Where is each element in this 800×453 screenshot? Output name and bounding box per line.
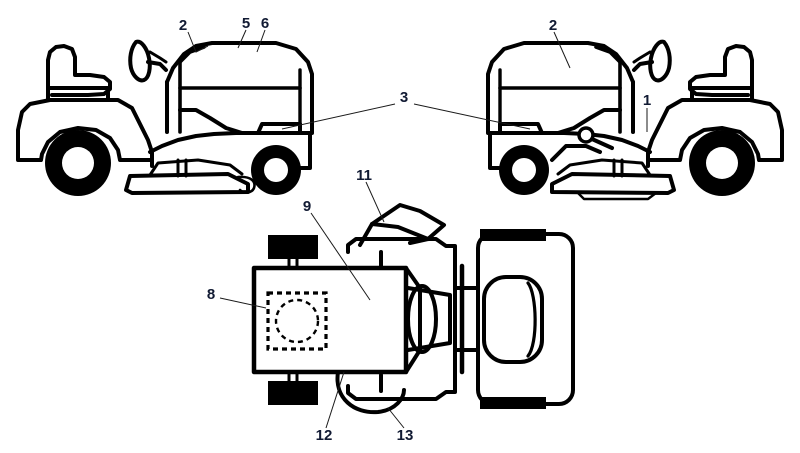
leader-12 xyxy=(325,371,345,429)
right-hood-inner-curve xyxy=(594,45,622,64)
leader-6 xyxy=(256,29,266,53)
top-hood-inner-edge xyxy=(370,222,430,241)
callout-6: 6 xyxy=(261,15,269,32)
leader-11 xyxy=(365,181,385,223)
callout-8: 8 xyxy=(207,286,215,303)
right-deck-post xyxy=(612,158,624,178)
leader-3-left xyxy=(281,103,396,130)
top-engine-housing xyxy=(251,265,409,375)
callout-13: 13 xyxy=(397,427,414,444)
top-body-frame xyxy=(346,237,457,401)
leader-5 xyxy=(237,29,247,49)
right-view-details xyxy=(550,126,658,201)
left-rear-hub xyxy=(62,147,94,179)
top-rear-right-wheel xyxy=(480,397,546,409)
left-hood-inner-curve xyxy=(178,45,206,64)
right-mower-deck xyxy=(550,172,676,195)
top-body-side-links xyxy=(453,286,480,352)
left-hood-top xyxy=(165,41,314,102)
right-steering-column xyxy=(632,60,654,72)
top-steering-console xyxy=(406,286,452,352)
right-deck-hanger xyxy=(556,158,652,177)
right-lift-lever-rod xyxy=(590,137,614,150)
right-rear-hub xyxy=(706,147,738,179)
top-housing-taper xyxy=(404,266,422,374)
callout-12: 12 xyxy=(316,427,333,444)
leader-3-right xyxy=(413,103,531,130)
left-steering-brace xyxy=(148,50,168,64)
left-deck-post xyxy=(176,158,188,178)
left-deck-discharge xyxy=(236,175,256,194)
top-front-right-wheel xyxy=(268,381,318,405)
right-seat-cushion xyxy=(690,86,754,102)
left-seat-cushion xyxy=(46,86,110,102)
leader-13 xyxy=(387,407,405,429)
callout-1: 1 xyxy=(643,92,651,109)
callout-numbers: 2 5 6 3 2 1 8 9 11 12 13 xyxy=(179,15,651,444)
top-seat-contour xyxy=(526,281,537,358)
left-front-hub xyxy=(264,158,288,182)
top-deck-deflector xyxy=(335,370,406,415)
callout-2-right: 2 xyxy=(549,17,557,34)
right-hood-top xyxy=(486,41,635,102)
callout-leaders xyxy=(187,29,648,429)
callout-3: 3 xyxy=(400,89,408,106)
callout-11: 11 xyxy=(356,167,372,184)
top-blade-circle-dashed xyxy=(274,298,320,344)
leader-9 xyxy=(310,212,371,301)
right-deck-skirt xyxy=(576,191,658,201)
right-lift-lever-knob xyxy=(577,126,595,144)
callout-9: 9 xyxy=(303,198,311,215)
left-deck-hanger xyxy=(148,158,244,177)
top-view xyxy=(251,203,575,415)
leader-8 xyxy=(219,297,267,309)
callout-5: 5 xyxy=(242,15,250,32)
top-front-left-axle xyxy=(287,257,299,270)
top-blade-housing-dashed xyxy=(266,291,328,351)
top-front-right-axle xyxy=(287,370,299,383)
right-deck-arm xyxy=(550,144,602,162)
right-front-axle-support xyxy=(488,131,502,170)
left-mower-deck xyxy=(124,172,250,195)
right-engine-cowl xyxy=(498,108,622,135)
top-operator-seat xyxy=(482,275,544,364)
top-front-left-wheel xyxy=(268,235,318,259)
right-side-view xyxy=(486,39,784,196)
left-front-axle-support xyxy=(298,131,312,170)
right-steering-wheel xyxy=(648,39,672,83)
right-steering-brace xyxy=(632,50,652,64)
left-steering-wheel xyxy=(128,39,152,83)
right-front-hub xyxy=(512,158,536,182)
left-side-view xyxy=(16,39,314,196)
leader-2-right xyxy=(553,31,571,69)
top-rear-left-wheel xyxy=(480,229,546,241)
left-steering-column xyxy=(146,60,168,72)
leader-2-left xyxy=(187,31,209,53)
callout-2-left: 2 xyxy=(179,17,187,34)
left-engine-cowl xyxy=(178,108,302,135)
